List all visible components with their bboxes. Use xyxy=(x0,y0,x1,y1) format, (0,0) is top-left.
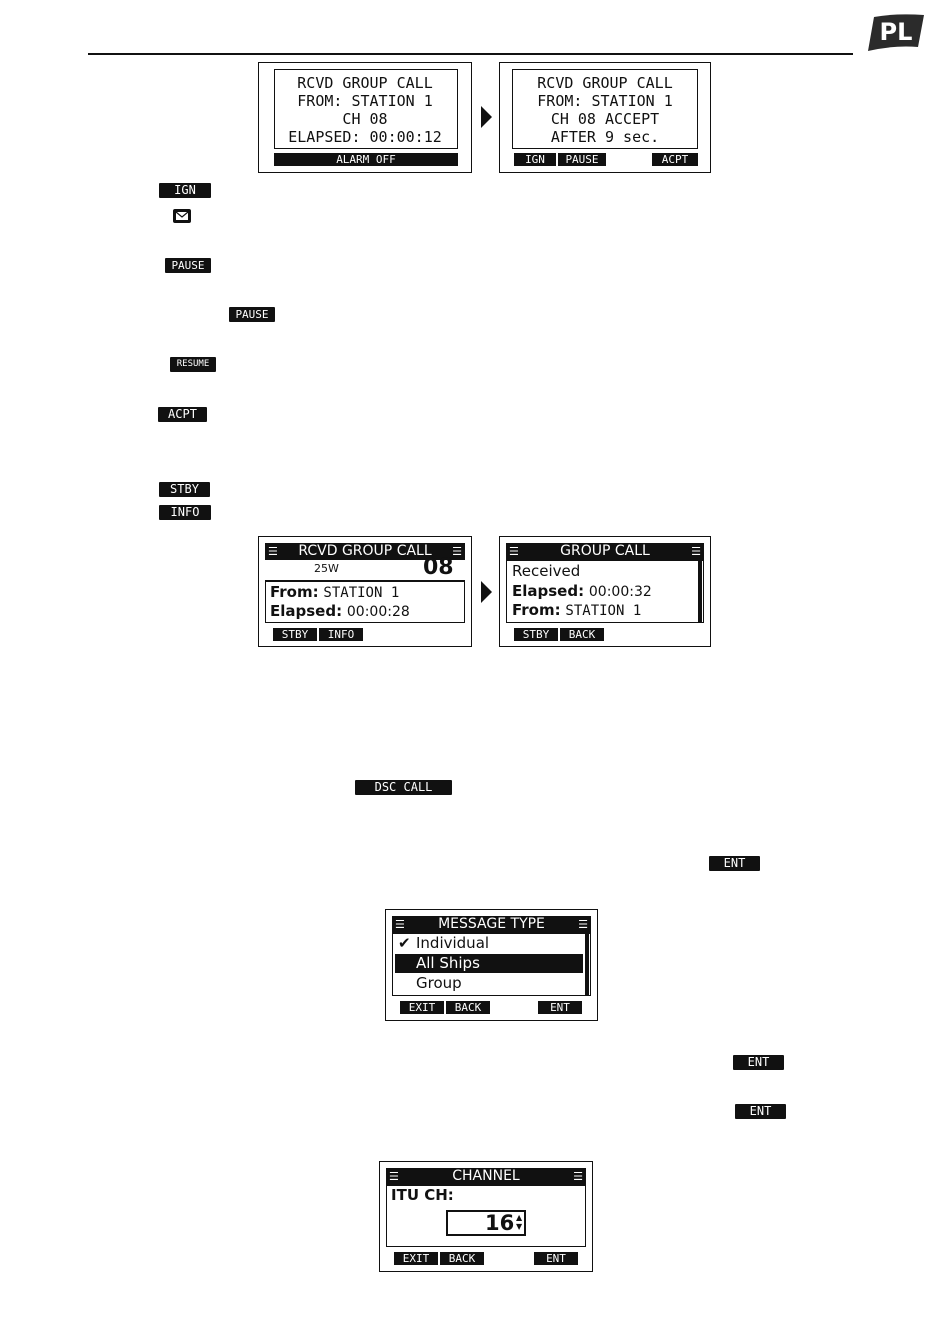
menu-item-individual[interactable]: Individual xyxy=(416,934,490,952)
ent-softkey[interactable]: ENT xyxy=(538,1001,582,1014)
screen2-line-title: RCVD GROUP CALL xyxy=(537,74,673,92)
ent-key-icon: ENT xyxy=(735,1104,786,1119)
screen4-received: Received xyxy=(512,562,581,580)
screen1-line-title: RCVD GROUP CALL xyxy=(297,74,433,92)
envelope-icon xyxy=(173,209,191,223)
acpt-softkey[interactable]: ACPT xyxy=(652,153,698,166)
menu-icon: ☰ xyxy=(573,1170,583,1183)
screen6-title-bar: ☰ CHANNEL ☰ xyxy=(386,1168,586,1185)
screen3-power: 25W xyxy=(314,562,339,575)
screen5-title: MESSAGE TYPE xyxy=(438,916,545,932)
channel-value-field[interactable] xyxy=(446,1210,526,1236)
screen3-elapsed-value: 00:00:28 xyxy=(346,604,410,620)
pause-key-icon: PAUSE xyxy=(165,258,211,273)
screen3-title: RCVD GROUP CALL xyxy=(298,543,432,559)
screen2-line-channel: CH 08 ACCEPT xyxy=(550,110,660,128)
header-rule xyxy=(88,53,853,55)
ent-softkey[interactable]: ENT xyxy=(534,1252,578,1265)
language-flag-icon xyxy=(868,14,924,51)
screen2-line-from: FROM: STATION 1 xyxy=(537,92,673,110)
lcd-screen-message-type: ☰ MESSAGE TYPE ☰ ✔ Individual All Ships … xyxy=(385,909,598,1021)
screen3-from-label: From: xyxy=(270,583,319,601)
screen3-from-value: STATION 1 xyxy=(323,585,400,601)
scrollbar[interactable] xyxy=(585,933,589,996)
screen1-line-channel: CH 08 xyxy=(342,110,388,128)
pause-softkey[interactable]: PAUSE xyxy=(558,153,606,166)
menu-icon: ☰ xyxy=(395,918,405,931)
screen1-line-elapsed: ELAPSED: 00:00:12 xyxy=(288,128,442,146)
screen6-title: CHANNEL xyxy=(452,1168,520,1184)
lcd-screen-rcvd-group-call-accept: RCVD GROUP CALL FROM: STATION 1 CH 08 AC… xyxy=(499,62,711,173)
screen3-channel-number: 08 xyxy=(423,555,454,580)
screen1-line-from: FROM: STATION 1 xyxy=(297,92,433,110)
back-softkey[interactable]: BACK xyxy=(446,1001,490,1014)
screen4-elapsed-label: Elapsed: xyxy=(512,582,585,600)
check-icon: ✔ xyxy=(398,934,411,952)
stby-softkey[interactable]: STBY xyxy=(273,628,317,641)
lcd-screen-group-call-info: ☰ GROUP CALL ☰ Received Elapsed: 00:00:3… xyxy=(499,536,711,647)
menu-icon: ☰ xyxy=(452,545,462,558)
exit-softkey[interactable]: EXIT xyxy=(400,1001,444,1014)
menu-item-all-ships-selected[interactable] xyxy=(395,954,583,973)
screen4-from-label: From: xyxy=(512,601,561,619)
screen2-line-after: AFTER 9 sec. xyxy=(550,128,660,146)
info-key-icon: INFO xyxy=(159,505,211,520)
screen3-title-bar: ☰ RCVD GROUP CALL ☰ xyxy=(265,543,465,560)
stby-softkey[interactable]: STBY xyxy=(514,628,558,641)
screen4-elapsed-value: 00:00:32 xyxy=(588,584,652,600)
acpt-key-icon: ACPT xyxy=(158,407,207,422)
menu-icon: ☰ xyxy=(509,545,519,558)
screen6-channel-value: 16 xyxy=(485,1211,515,1235)
screen4-from-value: STATION 1 xyxy=(565,603,642,619)
exit-softkey[interactable]: EXIT xyxy=(394,1252,438,1265)
screen6-itu-ch-label: ITU CH: xyxy=(391,1186,454,1204)
ign-key-icon: IGN xyxy=(159,183,211,198)
menu-icon: ☰ xyxy=(691,545,701,558)
ent-key-icon: ENT xyxy=(733,1055,784,1070)
menu-icon: ☰ xyxy=(389,1170,399,1183)
up-down-arrows-icon: ▲▼ xyxy=(516,1213,523,1231)
menu-item-all-ships[interactable]: All Ships xyxy=(416,954,480,972)
pause-key-icon-inline: PAUSE xyxy=(229,307,275,322)
alarm-off-softkey[interactable]: ALARM OFF xyxy=(274,153,458,166)
screen4-title: GROUP CALL xyxy=(560,543,650,559)
ent-key-icon: ENT xyxy=(709,856,760,871)
back-softkey[interactable]: BACK xyxy=(560,628,604,641)
lcd-screen-rcvd-group-call-alarm: RCVD GROUP CALL FROM: STATION 1 CH 08 EL… xyxy=(258,62,472,173)
arrow-right-icon xyxy=(481,581,492,603)
ign-softkey[interactable]: IGN xyxy=(514,153,556,166)
lcd-screen-rcvd-group-call-standby: ☰ RCVD GROUP CALL ☰ 25W 08 From: STATION… xyxy=(258,536,472,647)
screen3-elapsed-label: Elapsed: xyxy=(270,602,343,620)
menu-icon: ☰ xyxy=(268,545,278,558)
arrow-right-icon xyxy=(481,106,492,128)
menu-icon: ☰ xyxy=(578,918,588,931)
menu-item-group[interactable]: Group xyxy=(416,974,462,992)
info-softkey[interactable]: INFO xyxy=(319,628,363,641)
language-tab: PL xyxy=(879,18,913,46)
screen5-title-bar: ☰ MESSAGE TYPE ☰ xyxy=(392,916,591,933)
stby-key-icon: STBY xyxy=(159,482,210,497)
back-softkey[interactable]: BACK xyxy=(440,1252,484,1265)
lcd-screen-channel: ☰ CHANNEL ☰ ITU CH: 16 ▲▼ EXIT BACK ENT xyxy=(379,1161,593,1272)
resume-key-icon: RESUME xyxy=(170,357,216,372)
screen4-title-bar: ☰ GROUP CALL ☰ xyxy=(506,543,704,560)
dsc-call-key-icon: DSC CALL xyxy=(355,780,452,795)
scrollbar[interactable] xyxy=(698,560,702,623)
